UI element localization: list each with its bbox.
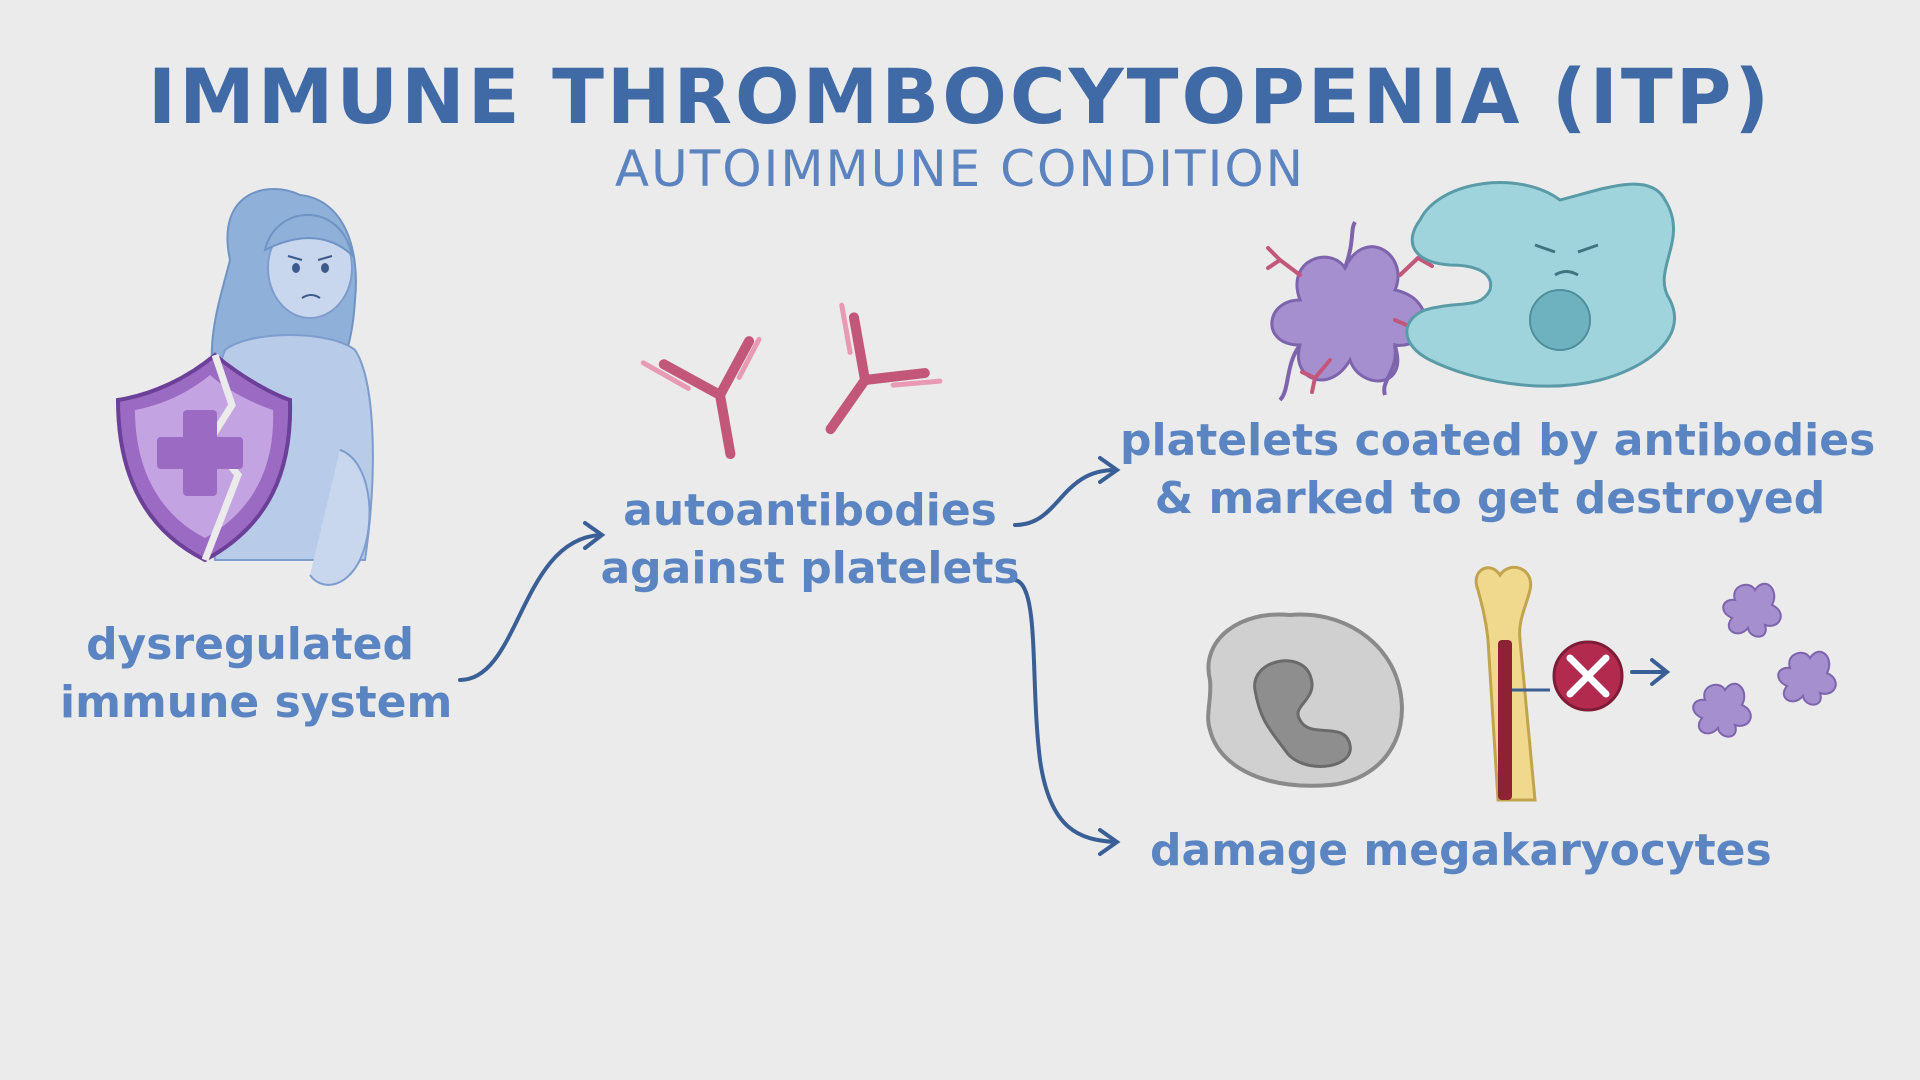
node-label-autoantibodies: autoantibodies against platelets bbox=[600, 482, 1020, 598]
node-label-coated-line2: & marked to get destroyed bbox=[1154, 473, 1826, 524]
sad-girl-icon bbox=[115, 188, 374, 586]
platelet-icon bbox=[1266, 220, 1434, 402]
platelet-icon-small bbox=[1692, 582, 1837, 738]
arrow-immune-to-auto bbox=[458, 533, 602, 682]
page-title: IMMUNE THROMBOCYTOPENIA (ITP) bbox=[147, 52, 1773, 141]
megakaryocyte-icon bbox=[1206, 612, 1404, 788]
node-label-immune: dysregulated immune system bbox=[60, 616, 453, 732]
arrow-auto-to-damage bbox=[1013, 578, 1117, 844]
node-label-autoantibodies-line1: autoantibodies bbox=[623, 485, 997, 536]
antibody-icon-right bbox=[825, 302, 943, 435]
arrow-auto-to-coated bbox=[1013, 468, 1117, 527]
arrowhead-auto bbox=[583, 521, 606, 550]
node-label-damage-line1: damage megakaryocytes bbox=[1150, 825, 1772, 876]
x-circle-icon bbox=[1552, 640, 1624, 712]
antibody-icon-left bbox=[640, 336, 762, 460]
arrowhead-damage bbox=[1098, 828, 1121, 856]
node-label-autoantibodies-line2: against platelets bbox=[600, 543, 1020, 594]
bone-marrow-icon bbox=[1474, 565, 1550, 802]
node-label-coated: platelets coated by antibodies & marked … bbox=[1120, 412, 1876, 528]
node-label-immune-line1: dysregulated bbox=[86, 619, 414, 670]
flow-arrows bbox=[458, 456, 1121, 856]
node-label-immune-line2: immune system bbox=[60, 677, 453, 728]
node-label-damage: damage megakaryocytes bbox=[1150, 822, 1772, 880]
macrophage-icon bbox=[1405, 181, 1677, 388]
arrowhead-icon bbox=[1650, 658, 1671, 686]
page-subtitle: AUTOIMMUNE CONDITION bbox=[614, 140, 1306, 198]
arrowhead-coated bbox=[1098, 456, 1121, 484]
node-label-coated-line1: platelets coated by antibodies bbox=[1120, 415, 1876, 466]
